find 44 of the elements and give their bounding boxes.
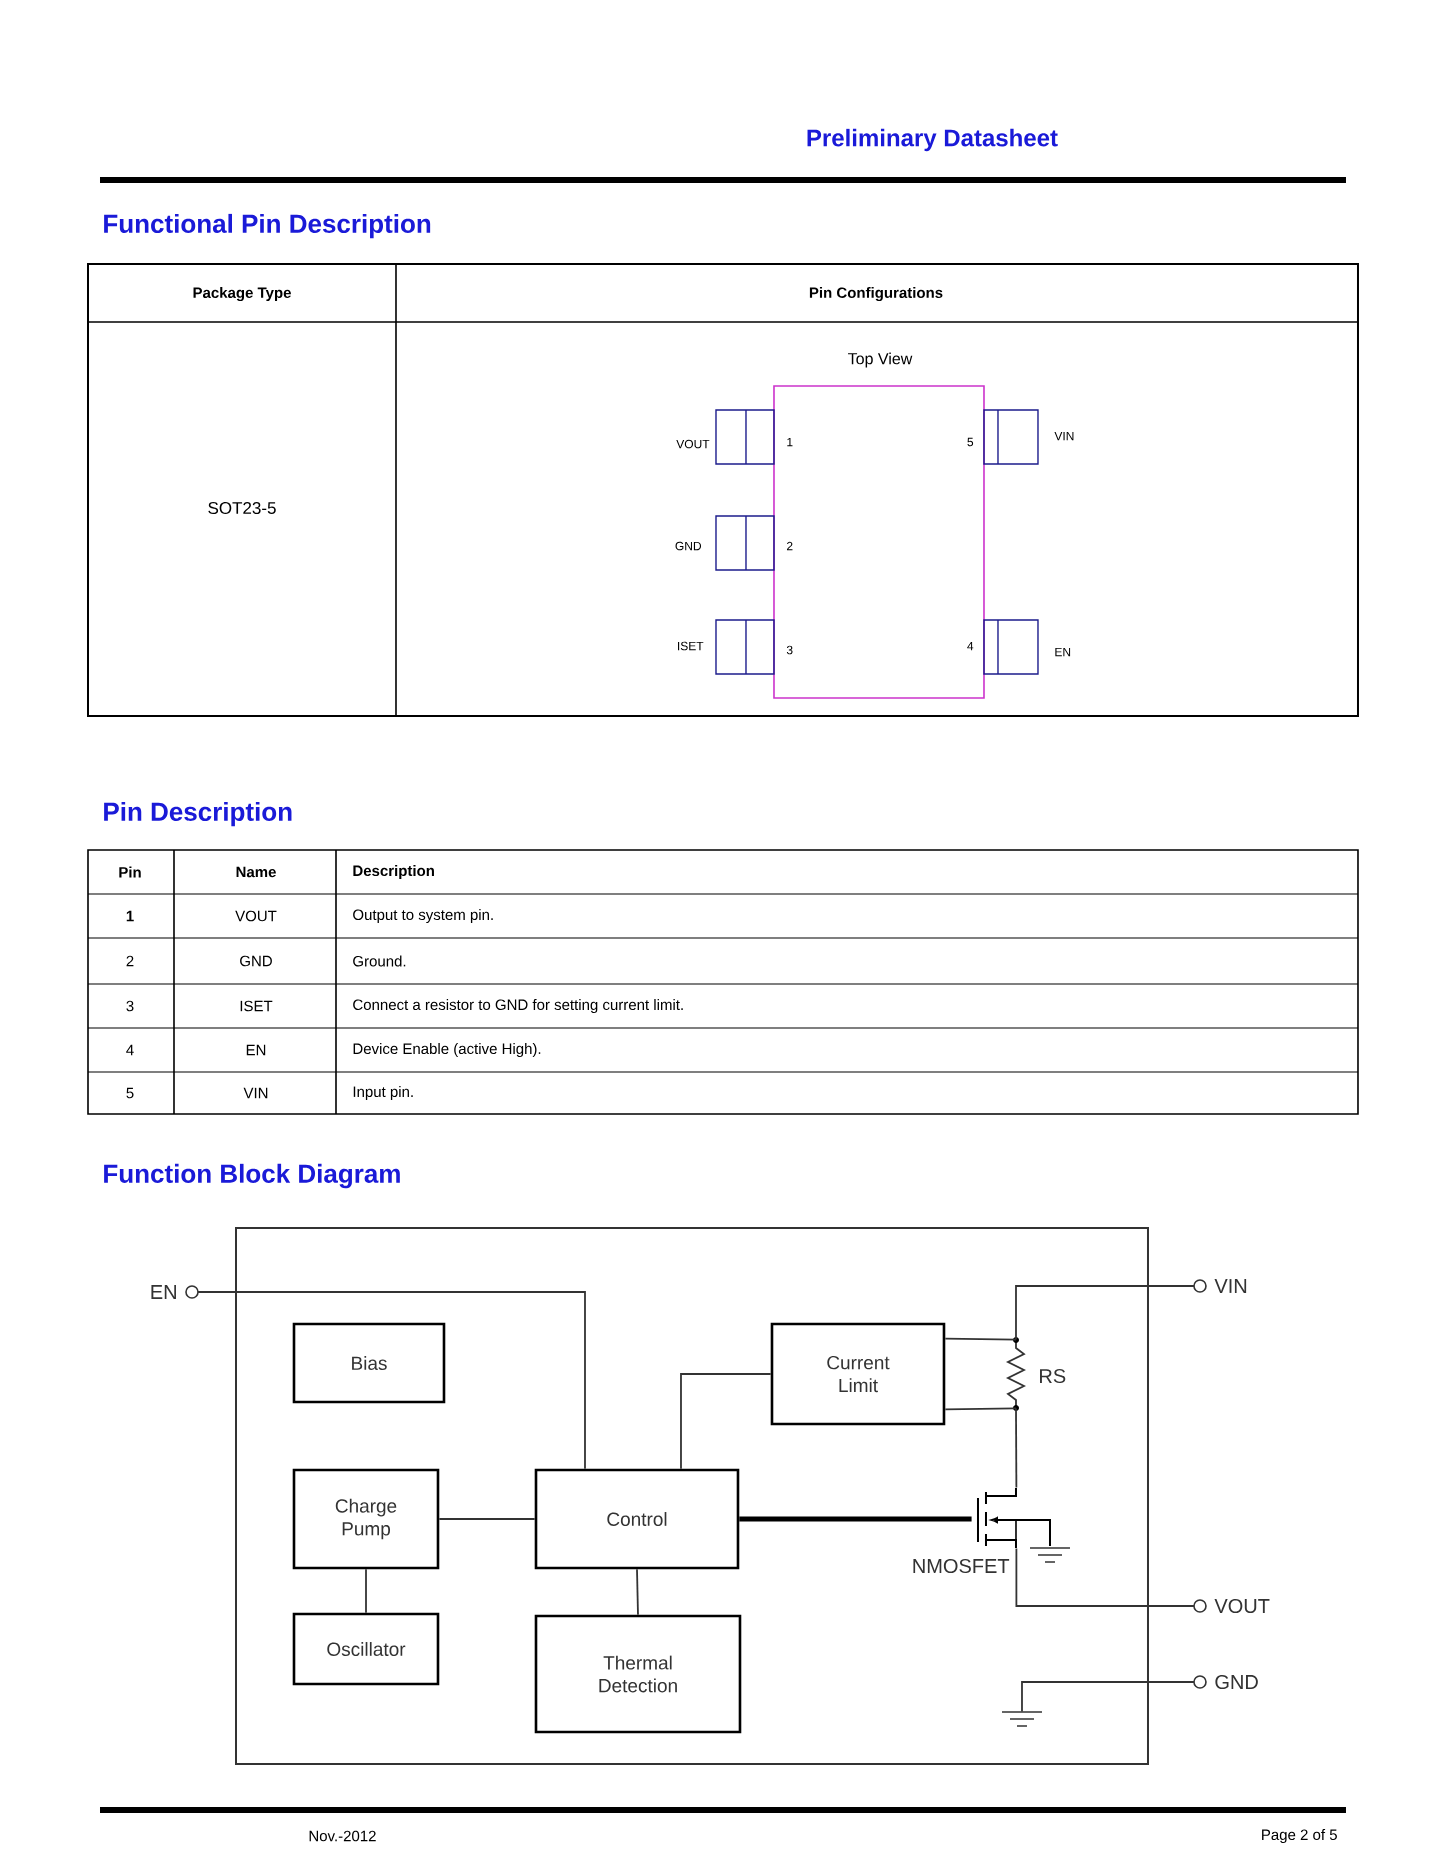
block-box xyxy=(292,1322,446,1404)
connector-line xyxy=(1015,1547,1195,1607)
node-label: VOUT xyxy=(1214,1598,1270,1614)
component-label: RS xyxy=(1040,1368,1066,1384)
block-label: Current Limit xyxy=(827,1355,890,1393)
connector-line xyxy=(1021,1681,1195,1713)
section-heading: Function Block Diagram xyxy=(104,1163,400,1189)
block-label: Bias xyxy=(352,1356,387,1370)
connector-line xyxy=(680,1373,772,1470)
pin-terminal: VOUT xyxy=(1193,1598,1270,1614)
block-box xyxy=(534,1614,742,1734)
connector-line xyxy=(636,1568,639,1616)
connector-line xyxy=(1015,1407,1018,1489)
chip-outline xyxy=(235,1227,1149,1765)
page-header: Preliminary Datasheet xyxy=(807,128,1058,152)
block-label: Charge Pump xyxy=(335,1498,397,1540)
resistor-symbol xyxy=(1005,1337,1026,1411)
pin-terminal: GND xyxy=(1193,1674,1258,1690)
connector-line xyxy=(739,1516,972,1522)
pin-terminal: EN xyxy=(151,1285,199,1299)
node-label: EN xyxy=(151,1285,176,1299)
block-label: Oscillator xyxy=(327,1642,406,1656)
node-label: GND xyxy=(1215,1674,1258,1690)
pin-terminal: VIN xyxy=(1193,1279,1247,1293)
connector-line xyxy=(944,1407,1017,1411)
block-box xyxy=(292,1612,440,1686)
connector-line xyxy=(944,1337,1017,1341)
connector-line xyxy=(438,1518,536,1520)
block-label: Control xyxy=(607,1512,667,1526)
block-box xyxy=(534,1468,740,1570)
section-heading: Pin Description xyxy=(104,801,292,827)
ground-symbol xyxy=(1001,1711,1043,1727)
component-label: NMOSFET xyxy=(913,1558,1010,1574)
view-label: Top View xyxy=(848,352,913,368)
transistor-symbol xyxy=(977,1487,1071,1563)
block-label: Thermal Detection xyxy=(599,1655,677,1693)
connector-line xyxy=(197,1291,586,1470)
section-heading: Functional Pin Description xyxy=(104,213,431,239)
block-box xyxy=(292,1468,440,1570)
connector-line xyxy=(365,1568,367,1614)
node-label: VIN xyxy=(1214,1279,1247,1293)
block-box xyxy=(770,1322,946,1426)
table-cell: SOT23-5 xyxy=(208,502,276,515)
connector-line xyxy=(1015,1285,1195,1341)
